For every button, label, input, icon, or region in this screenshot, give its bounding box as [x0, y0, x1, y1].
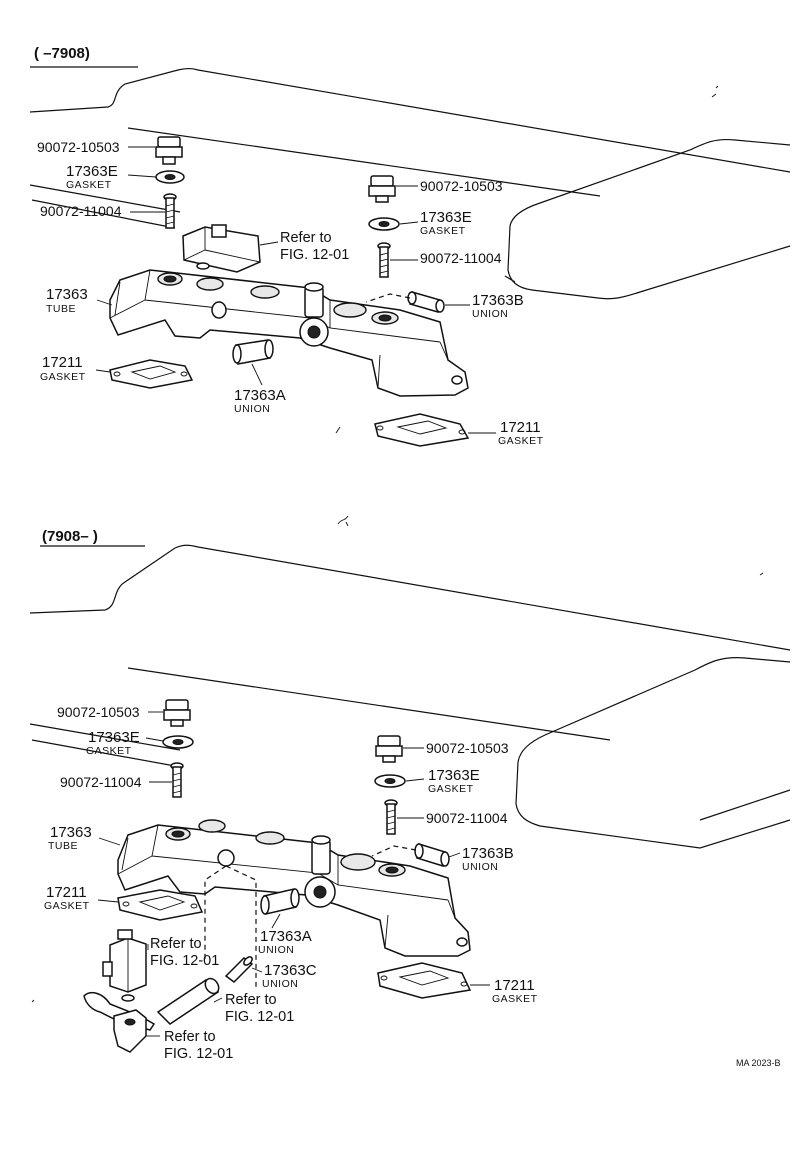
- part-name-gasket-right-bottom: GASKET: [428, 783, 474, 795]
- union-icon: [224, 956, 254, 983]
- part-number-gasket-right-bottom: 17363E: [428, 767, 480, 784]
- part-number-gasket-211-left-top: 17211: [42, 354, 83, 371]
- part-number-screw-left-bottom: 90072-11004: [60, 774, 142, 790]
- part-number-gasket-211-right-top: 17211: [500, 419, 541, 436]
- part-number-gasket-left-top: 17363E: [66, 163, 118, 180]
- flange-gasket-icon: [117, 889, 204, 921]
- part-number-bolt-left-bottom: 90072-10503: [57, 704, 140, 720]
- screw-icon: [163, 193, 177, 229]
- flange-gasket-icon: [109, 359, 194, 389]
- flange-gasket-icon: [374, 413, 470, 447]
- part-number-gasket-211-left-bottom: 17211: [46, 884, 87, 901]
- refer-text-3-bottom: Refer to: [164, 1029, 216, 1045]
- part-name-tube-top: TUBE: [46, 303, 76, 315]
- washer-icon: [368, 217, 400, 231]
- part-name-gasket-right-top: GASKET: [420, 225, 466, 237]
- refer-fig-2-bottom: FIG. 12-01: [225, 1009, 294, 1025]
- part-number-union-a-top: 17363A: [234, 387, 286, 404]
- bolt-icon: [163, 699, 191, 727]
- switch-bracket-icon: [83, 991, 156, 1053]
- refer-fig-1-bottom: FIG. 12-01: [150, 953, 219, 969]
- part-name-union-c-bottom: UNION: [262, 978, 298, 990]
- section-bottom: (7908– ) 90072-10503 17363E GASKET: [29, 528, 791, 1062]
- washer-icon: [155, 170, 185, 184]
- hose-icon: [156, 977, 220, 1025]
- part-number-union-a-bottom: 17363A: [260, 928, 312, 945]
- washer-icon: [374, 774, 406, 788]
- refer-text-1-bottom: Refer to: [150, 936, 202, 952]
- part-name-gasket-211-left-top: GASKET: [40, 371, 86, 383]
- bolt-icon: [155, 136, 183, 165]
- part-name-gasket-211-left-bottom: GASKET: [44, 900, 90, 912]
- part-number-bolt-left-top: 90072-10503: [37, 139, 120, 155]
- screw-icon: [170, 762, 184, 798]
- part-number-screw-left-top: 90072-11004: [40, 203, 122, 219]
- part-number-screw-right-top: 90072-11004: [420, 250, 502, 266]
- part-number-gasket-left-bottom: 17363E: [88, 729, 140, 746]
- bolt-icon: [375, 735, 403, 763]
- screw-icon: [377, 242, 391, 278]
- union-icon: [414, 843, 450, 867]
- cylinder-head-outline-bottom: [29, 544, 791, 1003]
- flange-gasket-icon: [377, 962, 472, 999]
- refer-text-2-bottom: Refer to: [225, 992, 277, 1008]
- range-label-bottom: (7908– ): [42, 528, 98, 545]
- part-name-union-a-bottom: UNION: [258, 944, 294, 956]
- part-number-gasket-right-top: 17363E: [420, 209, 472, 226]
- water-tube-icon: [109, 269, 469, 397]
- refer-fig-1-top: FIG. 12-01: [280, 247, 349, 263]
- part-number-union-b-bottom: 17363B: [462, 845, 514, 862]
- refer-fig-3-bottom: FIG. 12-01: [164, 1046, 233, 1062]
- refer-text-1-top: Refer to: [280, 230, 332, 246]
- part-number-tube-bottom: 17363: [50, 824, 92, 841]
- cylinder-head-outline-top: [29, 67, 791, 527]
- sender-unit-icon: [102, 929, 147, 1002]
- sender-unit-icon: [182, 224, 261, 273]
- union-icon: [407, 291, 445, 313]
- screw-icon: [384, 799, 398, 835]
- part-name-union-b-top: UNION: [472, 308, 508, 320]
- part-number-union-c-bottom: 17363C: [264, 962, 317, 979]
- part-name-gasket-211-right-bottom: GASKET: [492, 993, 538, 1005]
- part-name-gasket-left-top: GASKET: [66, 179, 112, 191]
- part-number-bolt-right-bottom: 90072-10503: [426, 740, 509, 756]
- part-name-union-b-bottom: UNION: [462, 861, 498, 873]
- bolt-icon: [368, 175, 396, 203]
- part-number-bolt-right-top: 90072-10503: [420, 178, 503, 194]
- part-name-union-a-top: UNION: [234, 403, 270, 415]
- part-number-gasket-211-right-bottom: 17211: [494, 977, 535, 994]
- washer-icon: [162, 735, 194, 749]
- part-number-screw-right-bottom: 90072-11004: [426, 810, 508, 826]
- part-number-tube-top: 17363: [46, 286, 88, 303]
- part-name-gasket-211-right-top: GASKET: [498, 435, 544, 447]
- part-number-union-b-top: 17363B: [472, 292, 524, 309]
- part-name-gasket-left-bottom: GASKET: [86, 745, 132, 757]
- union-icon: [260, 888, 300, 915]
- union-icon: [232, 339, 274, 365]
- drawing-code: MA 2023-B: [736, 1058, 781, 1068]
- range-label-top: ( –7908): [34, 45, 90, 62]
- part-name-tube-bottom: TUBE: [48, 840, 78, 852]
- section-top: ( –7908) 90072-10503 17363E: [29, 45, 791, 527]
